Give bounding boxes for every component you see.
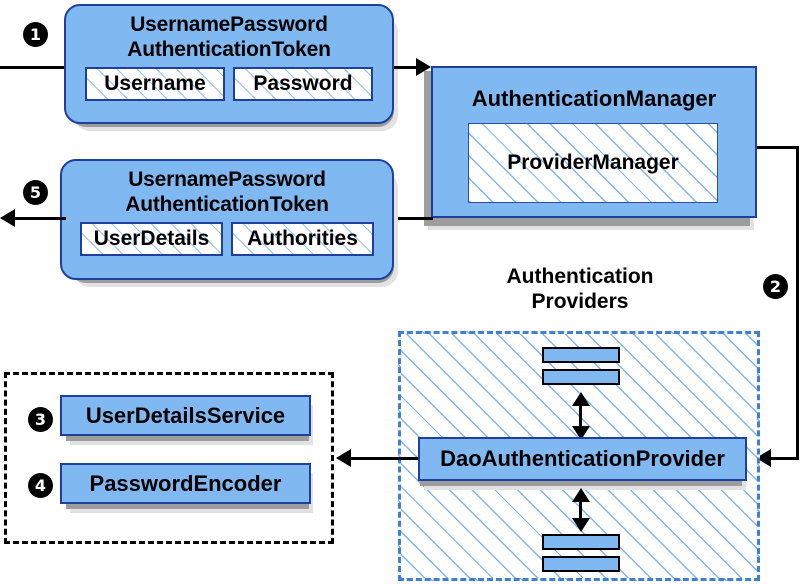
authentication-providers-heading: Authentication Providers [506,265,654,313]
other-provider-bar-top-2 [542,369,620,385]
outgoing-response-line [14,217,66,220]
outgoing-response-arrowhead [0,209,15,227]
step-badge-4: 4 [28,473,53,498]
response-token-slots: UserDetails Authorities [80,222,374,256]
provider-link-bottom-line [579,496,582,522]
provider-to-dependencies-arrowhead [336,449,351,467]
request-token-slots: Username Password [85,67,373,101]
manager-to-provider-line-h1 [757,146,799,149]
passwordencoder-box: PasswordEncoder [60,463,311,504]
step-badge-1: 1 [23,22,48,47]
provider-link-bottom-arrow-down [572,518,590,532]
step-badge-2: 2 [763,274,788,299]
other-provider-bar-bottom-1 [542,534,620,550]
request-authentication-token-box: UsernamePassword AuthenticationToken Use… [64,4,394,124]
provider-link-top-arrow-up [572,392,590,406]
response-token-slot-userdetails: UserDetails [80,222,223,256]
provider-link-top-arrow-down [572,426,590,440]
other-provider-bar-bottom-2 [542,556,620,572]
response-token-title: UsernamePassword AuthenticationToken [125,168,329,216]
request-token-title: UsernamePassword AuthenticationToken [127,13,331,61]
response-token-slot-authorities: Authorities [231,222,374,256]
request-token-slot-password: Password [233,67,373,101]
manager-to-provider-line-v [796,146,799,459]
step-badge-3: 3 [28,407,53,432]
userdetailsservice-box: UserDetailsService [60,395,311,436]
provider-to-dependencies-line [350,457,418,460]
provider-link-top-line [579,400,582,430]
provider-manager-box: ProviderManager [468,123,718,203]
manager-to-response-line [398,217,433,220]
dao-authentication-provider-box: DaoAuthenticationProvider [418,437,747,481]
authentication-manager-title: AuthenticationManager [471,86,717,111]
dependencies-container [4,372,334,544]
token-to-manager-line [394,66,428,69]
provider-link-bottom-arrow-up [572,488,590,502]
manager-to-provider-line-h2 [766,457,799,460]
incoming-request-line [0,66,74,69]
response-authentication-token-box: UsernamePassword AuthenticationToken Use… [60,159,394,280]
authentication-manager-box: AuthenticationManager ProviderManager [431,66,757,218]
request-token-slot-username: Username [85,67,225,101]
step-badge-5: 5 [23,180,48,205]
other-provider-bar-top-1 [542,347,620,363]
